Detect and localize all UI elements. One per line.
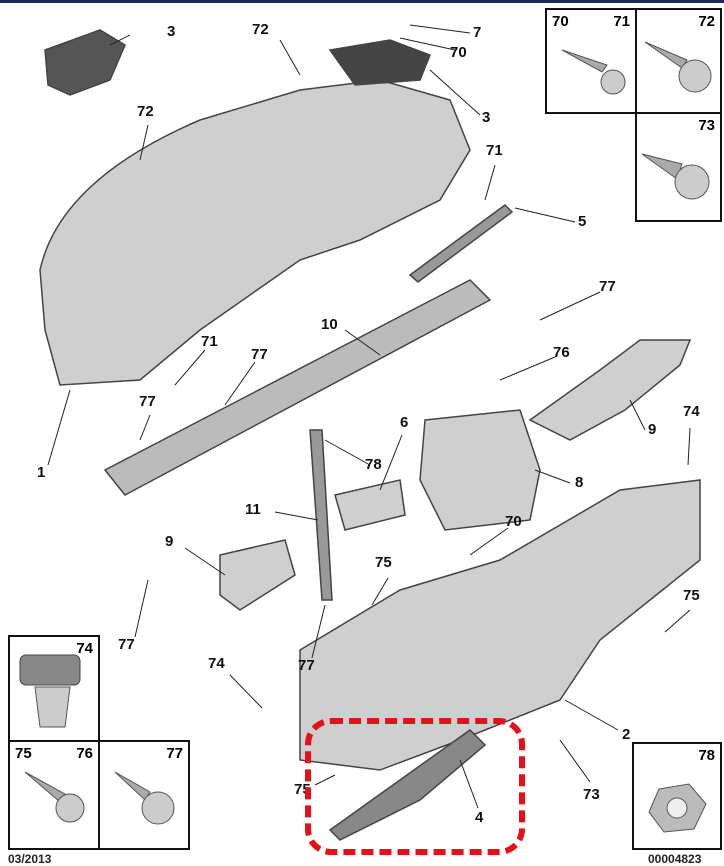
callout-label: 71 <box>201 333 218 350</box>
callout-label: 71 <box>486 142 503 159</box>
callout-label: 4 <box>475 809 484 826</box>
trim-4 <box>328 729 487 841</box>
screw-icon <box>114 771 175 825</box>
callout-label: 70 <box>505 513 522 530</box>
inset-label: 75 <box>15 745 32 762</box>
callout-label: 78 <box>365 456 382 473</box>
callout-label: 77 <box>118 636 135 653</box>
callout-label: 77 <box>251 346 268 363</box>
callout-label: 3 <box>167 23 176 40</box>
callout-label: 8 <box>575 474 584 491</box>
callout-label: 6 <box>400 414 409 431</box>
air-duct-9-right <box>528 339 692 441</box>
nut-icon <box>648 783 707 833</box>
screw-icon <box>641 153 710 200</box>
brace-11 <box>309 429 333 601</box>
callout-label: 1 <box>37 464 46 481</box>
inset-label: 76 <box>76 745 93 762</box>
footer-reference: 00004823 <box>648 852 702 866</box>
air-duct-9-left <box>219 539 296 611</box>
callout-label: 74 <box>208 655 225 672</box>
callout-label: 70 <box>450 44 467 61</box>
callout-label: 77 <box>139 393 156 410</box>
inset-screw-72: 72 <box>635 8 722 114</box>
cover-3-right <box>328 39 431 86</box>
callout-label: 7 <box>473 24 482 41</box>
screw-icon <box>561 49 626 95</box>
callout-label: 10 <box>321 316 338 333</box>
callout-label: 75 <box>683 587 700 604</box>
callout-label: 75 <box>375 554 392 571</box>
callout-label: 9 <box>648 421 657 438</box>
inset-nut-78: 78 <box>632 742 722 850</box>
trim-strip-5 <box>408 204 514 283</box>
inset-screw-70-71: 70 71 <box>545 8 637 114</box>
crossbeam-10 <box>103 279 492 496</box>
heater-unit-8 <box>419 409 541 531</box>
inset-label: 71 <box>613 13 630 30</box>
inset-label: 78 <box>698 747 715 764</box>
duct-6 <box>334 479 406 531</box>
screw-icon <box>644 41 712 93</box>
cover-3-left <box>44 29 126 96</box>
inset-label: 70 <box>552 13 569 30</box>
inset-label: 74 <box>76 640 93 657</box>
clip-icon <box>19 654 81 728</box>
callout-label: 11 <box>245 501 261 518</box>
footer-date: 03/2013 <box>8 852 52 866</box>
callout-label: 5 <box>578 213 587 230</box>
callout-label: 74 <box>683 403 700 420</box>
inset-label: 72 <box>698 13 715 30</box>
console-2 <box>299 479 701 771</box>
callout-label: 72 <box>137 103 154 120</box>
header-bar <box>0 0 724 3</box>
callout-label: 76 <box>553 344 570 361</box>
inset-screw-77: 77 <box>98 740 190 850</box>
callout-label: 3 <box>482 109 491 126</box>
callout-label: 72 <box>252 21 269 38</box>
highlight-box-part-4 <box>305 718 525 855</box>
callout-label: 73 <box>583 786 600 803</box>
inset-clip-74: 74 <box>8 635 100 742</box>
callout-label: 9 <box>165 533 174 550</box>
bolt-icon <box>24 771 85 823</box>
inset-screw-73: 73 <box>635 112 722 222</box>
inset-label: 73 <box>698 117 715 134</box>
inset-bolt-75-76: 75 76 <box>8 740 100 850</box>
dashboard-panel <box>39 79 471 386</box>
callout-label: 77 <box>298 657 315 674</box>
callout-label: 77 <box>599 278 616 295</box>
inset-label: 77 <box>166 745 183 762</box>
callout-label: 2 <box>622 726 631 743</box>
